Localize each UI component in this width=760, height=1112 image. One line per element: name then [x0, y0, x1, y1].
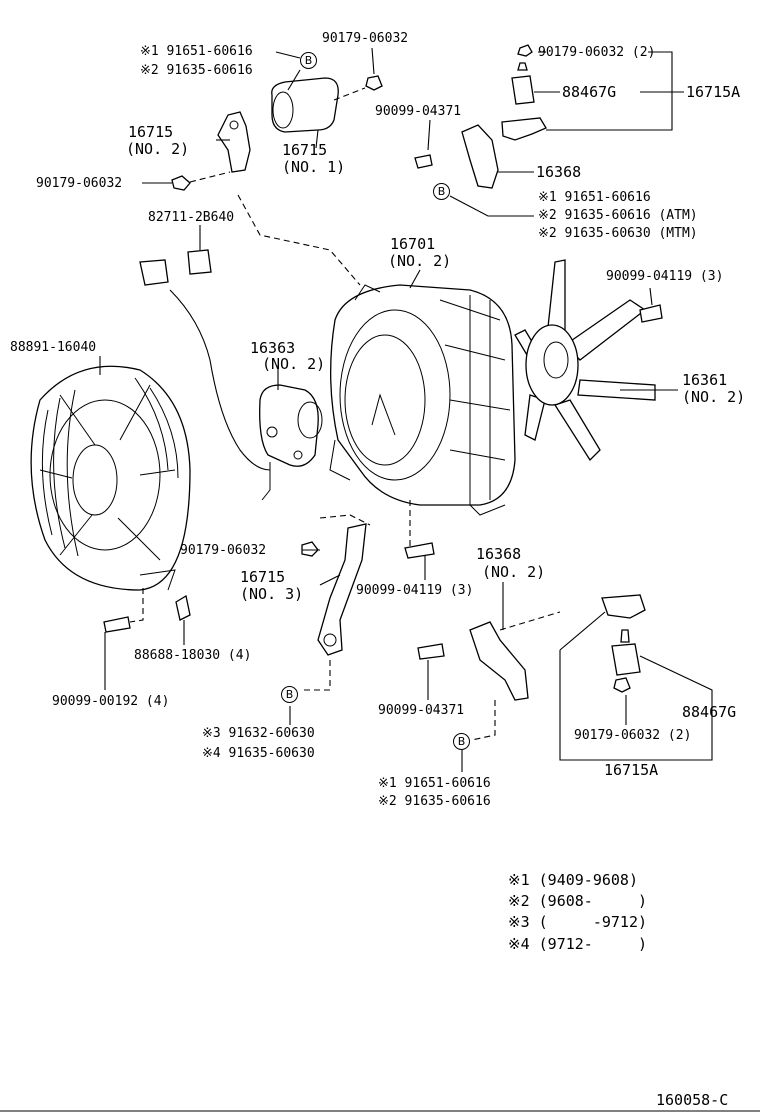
legend-row-3: ※3 ( -9712): [508, 913, 647, 931]
callout-mount-top: 88467G: [562, 83, 617, 101]
callout-nut-top-right: 90179-06032 (2): [538, 45, 656, 60]
bracket-assy-top-part: [501, 117, 547, 141]
callout-nut-top: 90179-06032: [322, 31, 409, 46]
legend-row-2: ※2 (9608- ): [508, 892, 647, 910]
mount-part-bottom: [611, 629, 641, 676]
callout-stay-top-code1: ※1 91651-60616: [538, 190, 651, 205]
legend-row-1: ※1 (9409-9608): [508, 871, 638, 889]
stay-top-part: [461, 124, 499, 189]
callout-bolt-top-mid: 90099-04371: [375, 104, 462, 119]
callout-b-bot-code2: ※2 91635-60616: [378, 794, 491, 809]
callout-bracket-no2-sub: (NO. 2): [126, 140, 190, 158]
bracket-no3-part: [317, 523, 367, 656]
nut-part-bottom: [613, 677, 631, 693]
callout-bracket-assy-top: 16715A: [686, 83, 741, 101]
callout-bracket-no1-sub: (NO. 1): [282, 158, 346, 176]
callout-stay-no2: 16368: [476, 545, 522, 563]
callout-motor: 16363: [250, 339, 296, 357]
callout-bracket-no3: 16715: [240, 568, 286, 586]
nut-part-mid: [301, 541, 319, 557]
callout-bracket-no2: 16715: [128, 123, 174, 141]
callout-connector: 82711-2B640: [148, 210, 235, 225]
b-symbol-mid: B: [281, 686, 298, 703]
callout-shroud: 16701: [390, 235, 436, 253]
callout-stay-top: 16368: [536, 163, 582, 181]
clip-part: [175, 594, 191, 621]
wire-connector-plug: [139, 259, 169, 286]
callout-nut-bottom: 90179-06032 (2): [574, 728, 692, 743]
callout-bolt-bottom-left: 90099-00192 (4): [52, 694, 170, 709]
callout-clip: 88688-18030 (4): [134, 648, 252, 663]
callout-bolt-fan: 90099-04119 (3): [606, 269, 724, 284]
bolt-part-bottom-left: [103, 616, 131, 633]
callout-b-top-code1: ※1 91651-60616: [140, 44, 253, 59]
callout-stay-top-code2: ※2 91635-60616 (ATM): [538, 208, 698, 223]
callout-b-top-code2: ※2 91635-60616: [140, 63, 253, 78]
callout-bolt-bottom-mid: 90099-04371: [378, 703, 465, 718]
bracket-no2-part: [217, 111, 251, 173]
callout-fan-sub: (NO. 2): [682, 388, 746, 406]
callout-bolt-mid: 90099-04119 (3): [356, 583, 474, 598]
nut-part-left-upper: [171, 175, 191, 191]
fan-part: [514, 259, 656, 462]
bolt-part-fan: [639, 304, 663, 323]
callout-shroud-sub: (NO. 2): [388, 252, 452, 270]
motor-part: [259, 384, 323, 501]
legend-row-4: ※4 (9712- ): [508, 935, 647, 953]
callout-bracket-assy-bottom: 16715A: [604, 761, 659, 779]
bolt-part-mid: [404, 542, 435, 559]
callout-mount-bottom: 88467G: [682, 703, 737, 721]
callout-bracket-no3-sub: (NO. 3): [240, 585, 304, 603]
mount-part-top: [511, 44, 535, 105]
callout-fan: 16361: [682, 371, 728, 389]
callout-nut-mid: 90179-06032: [180, 543, 267, 558]
callout-b-mid-code4: ※4 91635-60630: [202, 746, 315, 761]
bolt-part-top-mid: [414, 154, 433, 169]
callout-b-mid-code3: ※3 91632-60630: [202, 726, 315, 741]
b-symbol-top: B: [300, 52, 317, 69]
callout-stay-top-code3: ※2 91635-60630 (MTM): [538, 226, 698, 241]
callout-nut-left-upper: 90179-06032: [36, 176, 123, 191]
callout-motor-sub: (NO. 2): [262, 355, 326, 373]
callout-bracket-no1: 16715: [282, 141, 328, 159]
connector-part: [187, 249, 212, 275]
nut-part-top: [365, 75, 383, 91]
b-symbol-stay-top: B: [433, 183, 450, 200]
callout-stay-no2-sub: (NO. 2): [482, 563, 546, 581]
callout-fan-shroud: 88891-16040: [10, 340, 97, 355]
fan-shroud-part: [30, 365, 191, 591]
bracket-assy-bottom-part: [601, 594, 646, 619]
shroud-part: [329, 284, 516, 516]
diagram-id: 160058-C: [656, 1091, 729, 1109]
stay-no2-part: [469, 621, 529, 701]
bracket-no1-part: [271, 77, 339, 133]
wire-harness-line: [169, 289, 271, 471]
b-symbol-bottom: B: [453, 733, 470, 750]
leader-lines: [99, 47, 713, 772]
callout-b-bot-code1: ※1 91651-60616: [378, 776, 491, 791]
bolt-part-bottom-mid: [417, 643, 445, 660]
